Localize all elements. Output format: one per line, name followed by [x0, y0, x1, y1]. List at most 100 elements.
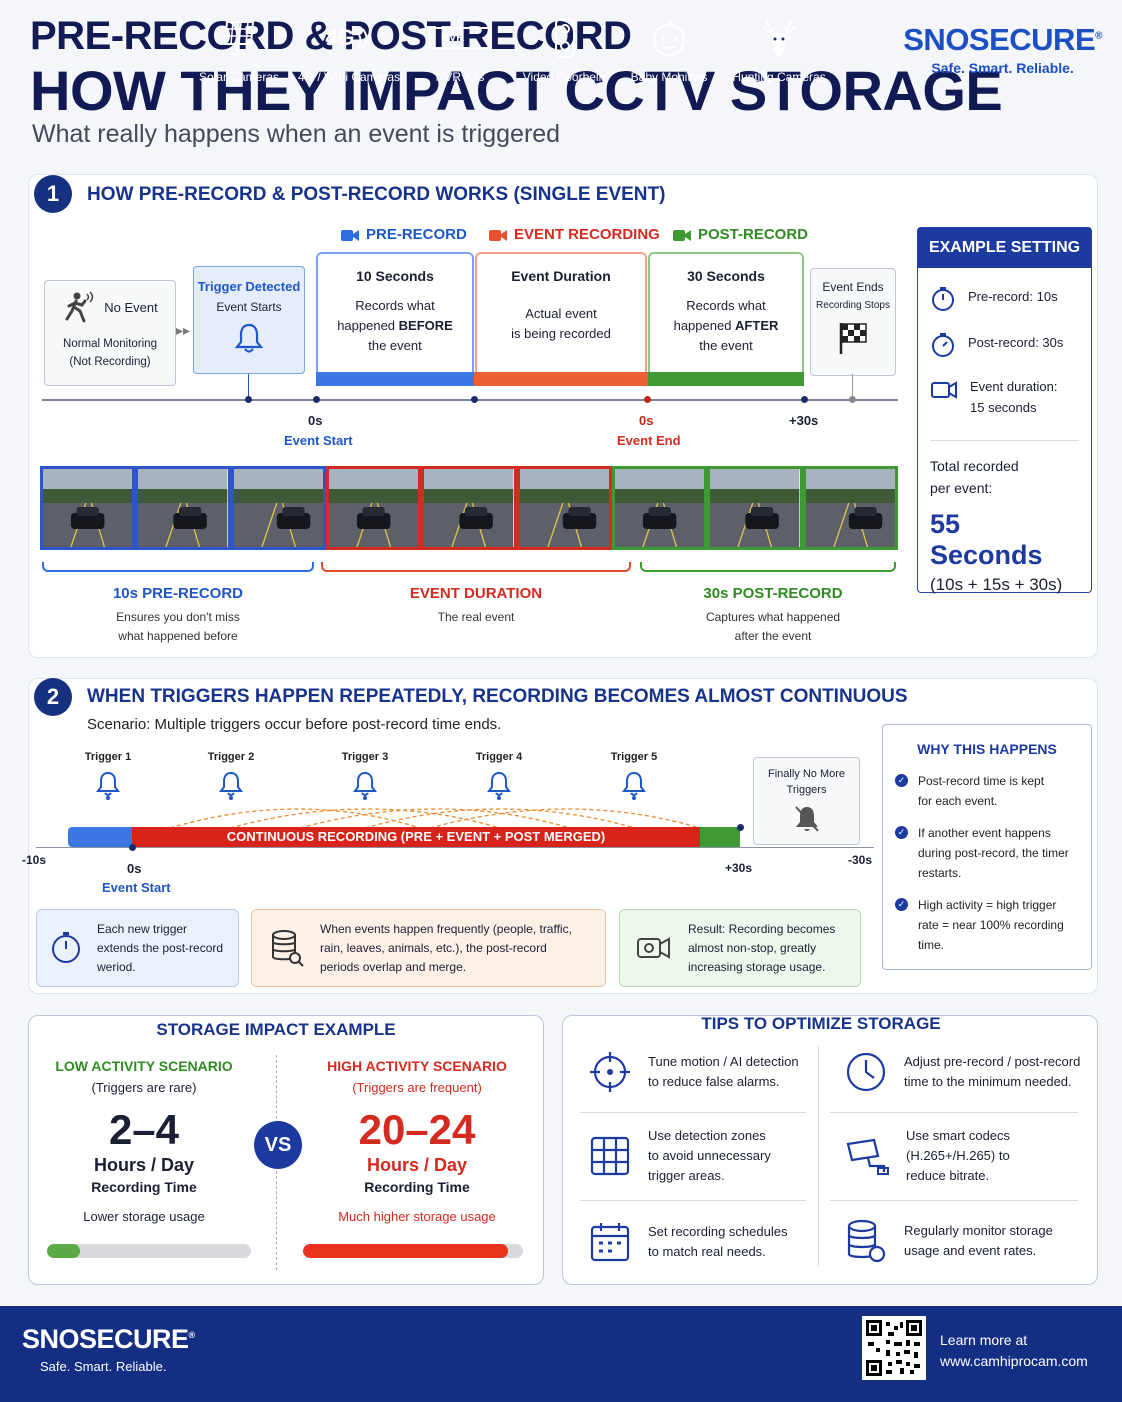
continuous-post-segment [700, 827, 740, 847]
event-recording-header: EVENT RECORDING [488, 226, 660, 243]
footer-product-label: Video Doorbells [522, 70, 608, 84]
post-caption-desc-1: Captures what happened [705, 610, 841, 624]
title-line-2: HOW THEY IMPACT CCTV STORAGE [30, 59, 1003, 122]
tip-4-line-3: reduce bitrate. [906, 1168, 990, 1183]
no-event-desc-1: Normal Monitoring [63, 338, 157, 350]
section-1-number: 1 [34, 175, 72, 213]
tip-2-line-1: Adjust pre-record / post-record [904, 1054, 1081, 1069]
pre-record-caption: 10s PRE-RECORD Ensures you don't miss wh… [42, 585, 314, 646]
high-activity-usage: Much higher storage usage [338, 1209, 496, 1224]
tip-item: Set recording schedules to match real nee… [588, 1220, 787, 1264]
brand-name: SNOSECURE [903, 22, 1096, 57]
continuous-pre-segment [68, 827, 132, 847]
example-event-row: Event duration: 15 seconds [930, 376, 1079, 418]
brand-tagline: Safe. Smart. Reliable. [931, 60, 1074, 76]
low-usage-bar [47, 1244, 251, 1258]
trigger-detected-box: Trigger Detected Event Starts [193, 266, 305, 374]
stopwatch-icon [932, 333, 954, 357]
high-activity-title: HIGH ACTIVITY SCENARIO [327, 1058, 507, 1074]
trigger-label: Trigger 1 [84, 751, 132, 763]
solar-panel-icon [223, 21, 255, 55]
footer-product-hunting[interactable]: Hunting Cameras [724, 16, 834, 84]
title-line-1: PRE-RECORD & POST-RECORD [30, 14, 632, 58]
check-circle-icon: ✓ [895, 774, 908, 787]
learn-more: Learn more at www.camhiprocam.com [940, 1330, 1088, 1372]
tick-event-end: 0s [639, 413, 654, 428]
bell-icon [487, 770, 511, 805]
example-event-2: 15 seconds [970, 400, 1037, 415]
grid-icon [590, 1136, 630, 1176]
pre-record-desc-2: happened [337, 318, 399, 333]
footer-product-baby-monitor[interactable]: Baby Monitors [614, 16, 724, 84]
video-camera-icon [341, 229, 359, 241]
flow-arrow: ▸▸ [176, 322, 191, 338]
footer-product-nvr[interactable]: NVR NVR Kits [405, 16, 515, 84]
video-frames-strip [40, 466, 898, 550]
brand-reg: ® [1095, 30, 1102, 42]
no-event-title: No Event [104, 299, 158, 315]
learn-more-url[interactable]: www.camhiprocam.com [940, 1353, 1088, 1369]
event-bracket [321, 562, 631, 572]
tip-6-line-2: usage and event rates. [904, 1243, 1037, 1258]
bell-icon [622, 770, 646, 805]
why-title: WHY THIS HAPPENS [917, 741, 1057, 757]
subtitle: What really happens when an event is tri… [32, 120, 561, 148]
high-activity-sub: (Triggers are frequent) [352, 1080, 482, 1095]
tips-divider [830, 1112, 1078, 1113]
tick-minus-10: -10s [22, 853, 47, 867]
example-pre: Pre-record: 10s [968, 289, 1058, 304]
low-activity-column: LOW ACTIVITY SCENARIO (Triggers are rare… [40, 1058, 248, 1224]
event-caption-title: EVENT DURATION [409, 585, 543, 602]
example-post-row: Post-record: 30s [930, 332, 1079, 358]
footer-product-4g[interactable]: 4G 4G / WiFi Cameras [294, 16, 404, 84]
tick-zero: 0s [127, 861, 142, 876]
stopwatch-icon [52, 932, 80, 963]
footer-product-solar[interactable]: Solar Cameras [184, 16, 294, 84]
pre-caption-title: 10s PRE-RECORD [112, 585, 244, 602]
example-total-2: per event: [930, 480, 993, 496]
timeline-axis [42, 399, 898, 401]
tick-zero-label: Event Start [102, 880, 171, 895]
footer-product-label: Solar Cameras [198, 70, 280, 84]
why-this-happens-box: WHY THIS HAPPENS ✓Post-record time is ke… [882, 724, 1092, 970]
tips-title: TIPS TO OPTIMIZE STORAGE [701, 1014, 941, 1033]
post-caption-title: 30s POST-RECORD [703, 585, 843, 602]
info-b-3: periods overlap and merge. [320, 959, 467, 974]
event-caption-desc-1: The real event [437, 610, 515, 624]
crosshair-icon [590, 1052, 630, 1092]
pre-record-duration: 10 Seconds [356, 268, 434, 284]
video-frame-thumbnail [40, 466, 136, 550]
tip-4-line-1: Use smart codecs [906, 1128, 1011, 1143]
database-search-icon [272, 930, 304, 967]
bell-icon [353, 770, 377, 805]
bell-icon [234, 323, 264, 353]
tip-5-line-2: to match real needs. [648, 1244, 766, 1259]
event-ends-title: Event Ends [822, 280, 884, 294]
example-event-1: Event duration: [970, 379, 1058, 394]
tip-5-line-1: Set recording schedules [648, 1224, 788, 1239]
pre-record-label: PRE-RECORD [366, 226, 467, 243]
post-record-desc-2: happened [673, 318, 736, 333]
video-frame-thumbnail [611, 466, 708, 550]
low-activity-unit: Hours / Day [93, 1155, 195, 1175]
axis-dot [129, 844, 136, 851]
tips-panel [562, 1015, 1098, 1285]
high-activity-column: HIGH ACTIVITY SCENARIO (Triggers are fre… [304, 1058, 530, 1224]
qr-code[interactable] [862, 1316, 926, 1380]
tips-divider [818, 1046, 819, 1266]
video-frame-thumbnail [230, 466, 326, 550]
tip-1-line-1: Tune motion / AI detection [648, 1054, 799, 1069]
trigger-label: Trigger 4 [475, 751, 523, 763]
info-b-1: When events happen frequently (people, t… [320, 921, 572, 936]
footer-product-doorbell[interactable]: Video Doorbells [510, 16, 620, 84]
tip-3-line-3: trigger areas. [648, 1168, 725, 1183]
4g-signal-icon: 4G [325, 25, 355, 50]
video-frame-thumbnail [325, 466, 422, 550]
timeline-dot [644, 396, 651, 403]
walking-person-icon [65, 291, 94, 323]
footer-product-label: Baby Monitors [630, 70, 708, 84]
tick-event-start: 0s [308, 413, 323, 428]
info-b-2: rain, leaves, animals, etc.), the post-r… [320, 940, 547, 955]
trigger-label: Trigger 2 [207, 751, 255, 763]
